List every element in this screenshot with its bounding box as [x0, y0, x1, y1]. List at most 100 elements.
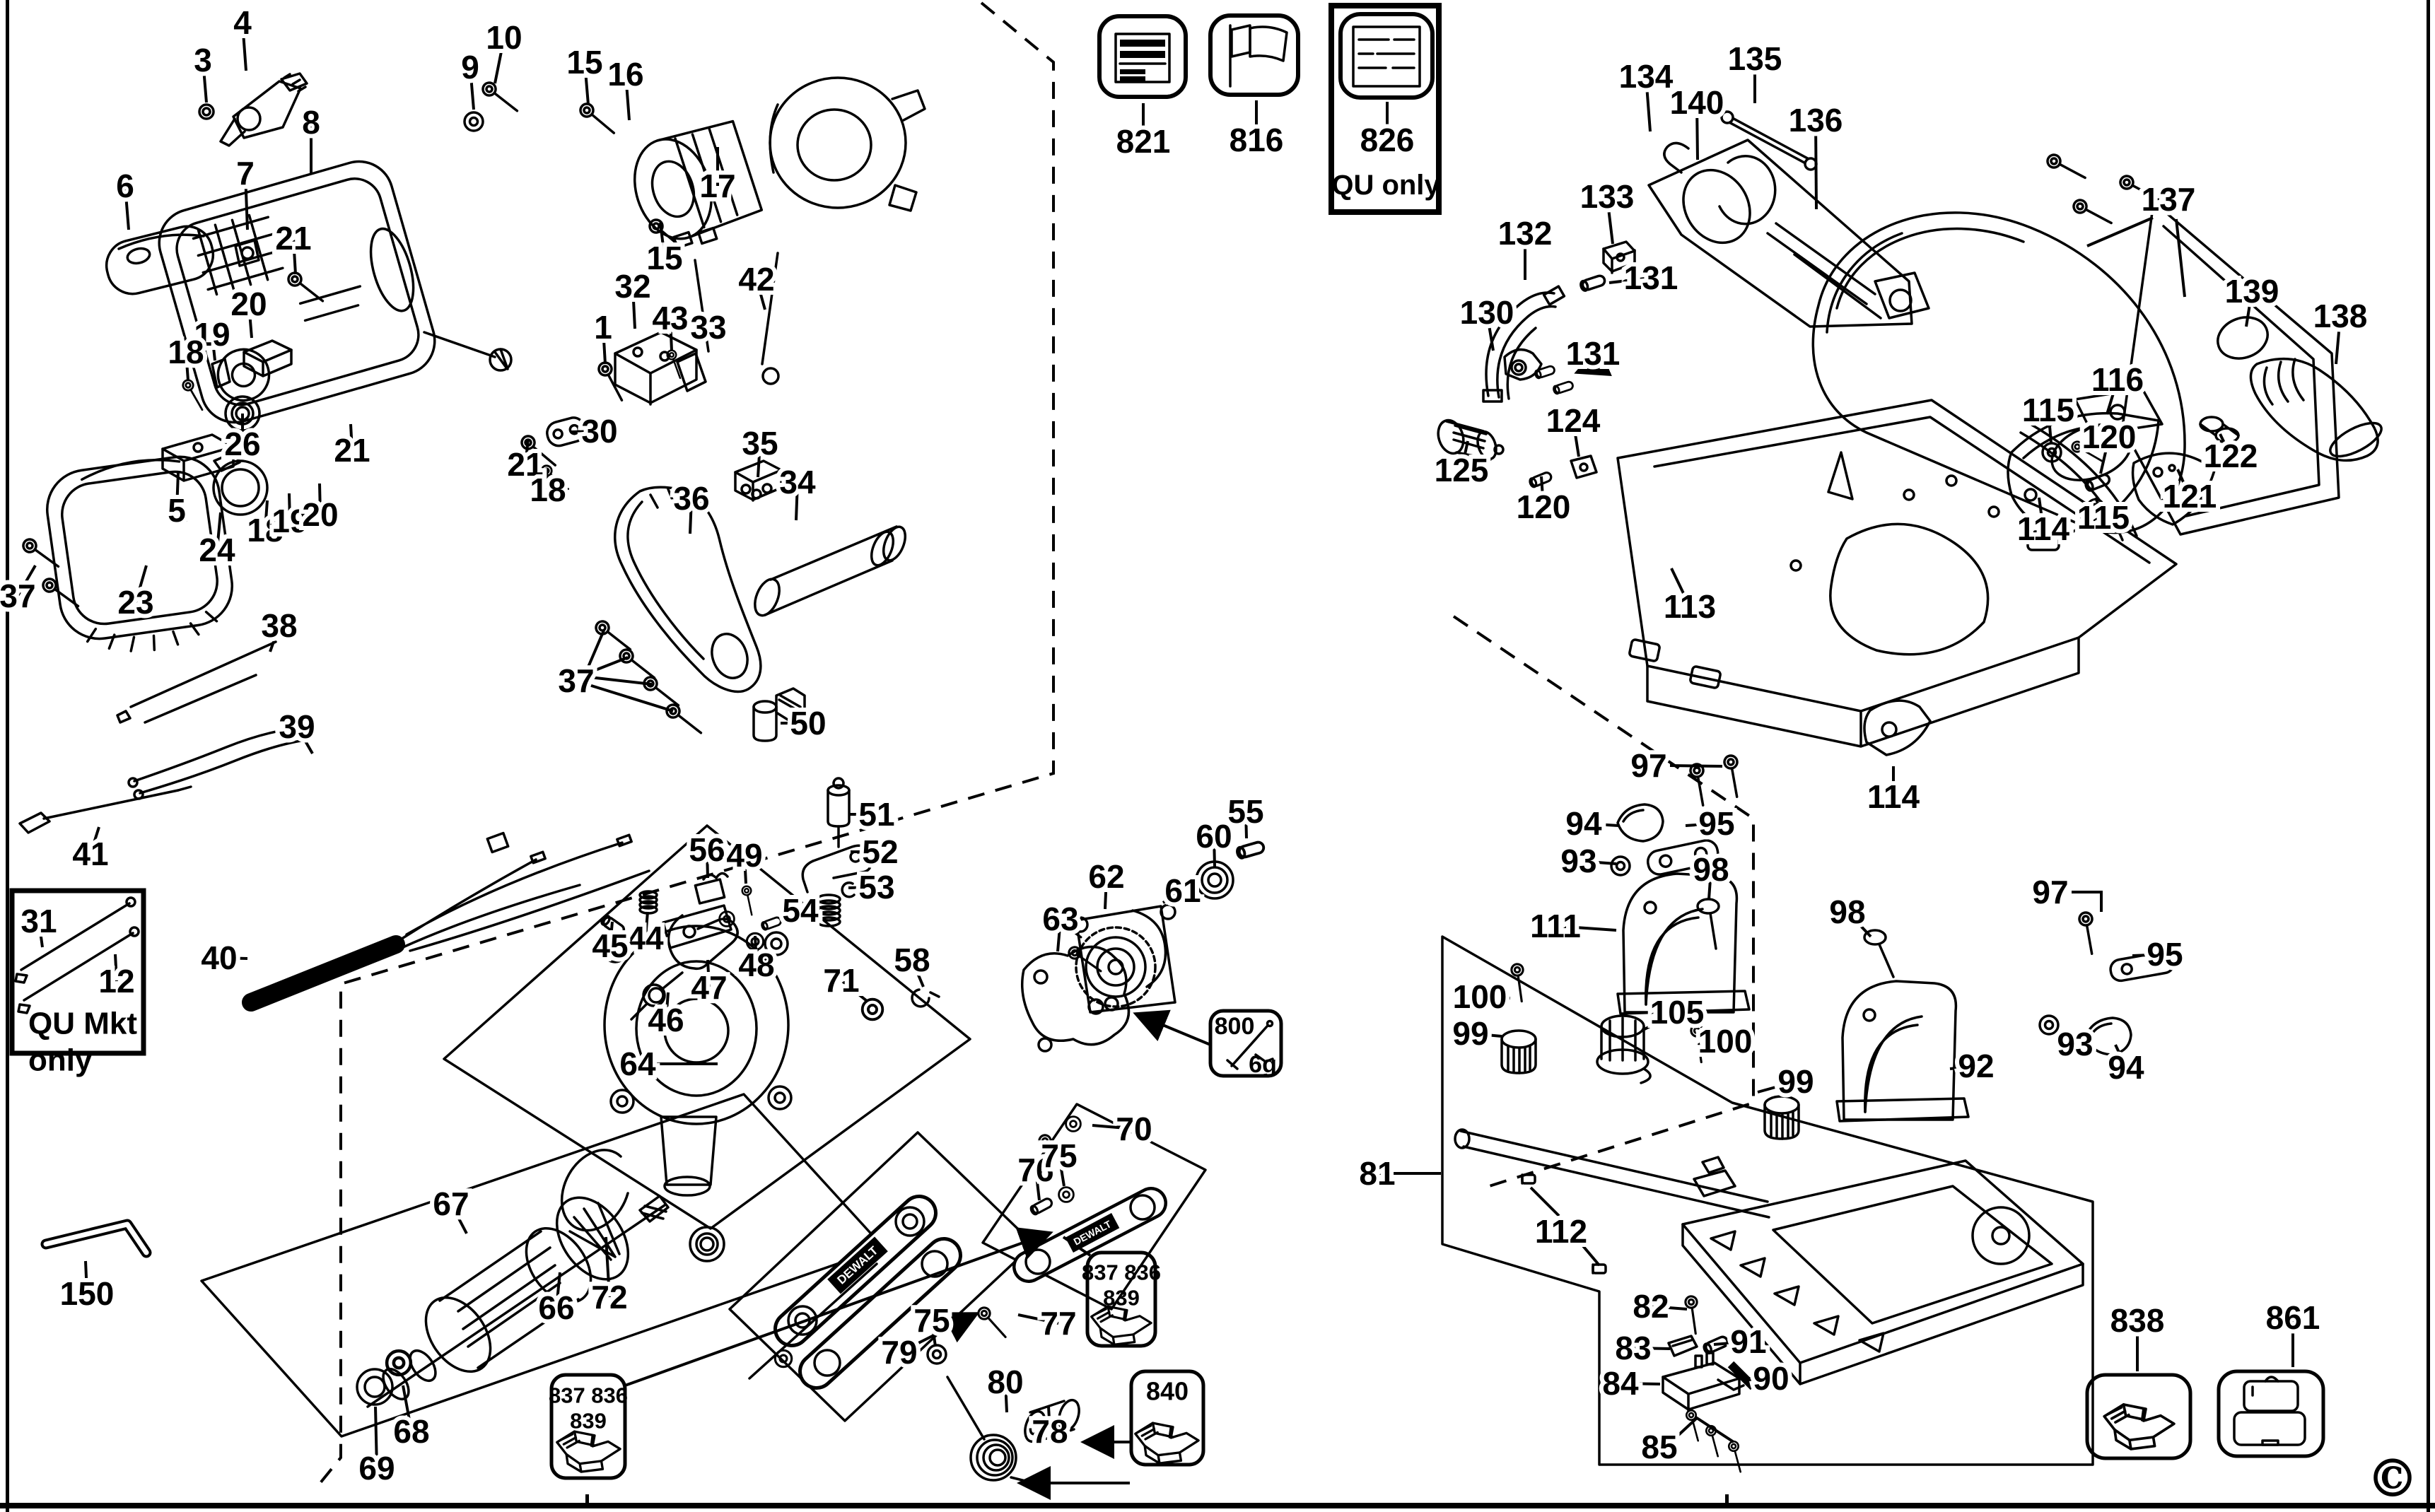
part-label-45: 45 [592, 927, 628, 964]
part-drawing-lever-114 [1863, 699, 1932, 756]
leader-line-98 [1707, 869, 1712, 900]
leader-line-121 [2176, 469, 2191, 497]
part-label-81: 81 [1359, 1155, 1395, 1192]
part-label-18: 18 [247, 512, 283, 549]
box-816 [1208, 13, 1300, 97]
part-label-17: 17 [699, 168, 735, 204]
part-drawing-dust-elbow-138 [2249, 357, 2383, 462]
part-label-15: 15 [566, 44, 602, 81]
leader-line-32 [631, 286, 636, 329]
part-label-134: 134 [1619, 58, 1674, 95]
part-label-95: 95 [1698, 805, 1734, 842]
leader-837b [1062, 1236, 1092, 1257]
part-label-76: 76 [1017, 1151, 1053, 1188]
part-label-79: 79 [881, 1334, 917, 1371]
part-label-66: 66 [538, 1289, 574, 1326]
part-label-3: 3 [194, 42, 212, 78]
leader-line-15 [659, 222, 666, 259]
leader-line-15 [583, 61, 590, 105]
leader-line-115 [2094, 497, 2105, 518]
part-label-85: 85 [1641, 1429, 1677, 1465]
box-800-qty: 6g [1249, 1051, 1277, 1078]
part-label-138: 138 [2313, 298, 2368, 334]
leader-line-37 [16, 564, 37, 597]
part-label-18: 18 [530, 471, 566, 508]
part-drawing-pin-78 [1024, 1398, 1080, 1443]
part-label-72: 72 [591, 1279, 627, 1315]
leader-line-105 [1644, 1011, 1678, 1031]
leader-line-125 [1460, 440, 1469, 471]
part-label-78: 78 [1032, 1413, 1068, 1450]
leader-line-94 [2114, 1044, 2127, 1068]
part-label-10: 10 [486, 19, 522, 56]
artwork [9, 72, 2383, 1486]
part-label-12: 12 [98, 963, 134, 1000]
leader-837a-arrow [624, 1227, 1053, 1387]
part-label-135: 135 [1728, 40, 1782, 77]
part-label-112: 112 [1535, 1213, 1587, 1250]
part-label-80: 80 [987, 1364, 1023, 1400]
part-drawing-cordset-40 [242, 831, 650, 1012]
part-label-21: 21 [275, 220, 311, 257]
part-label-6: 6 [116, 168, 134, 204]
part-drawing-bracket-61 [1131, 909, 1167, 988]
part-label-37: 37 [0, 578, 36, 614]
part-drawing-handle-arm [614, 486, 762, 693]
part-drawing-washer-60 [1195, 860, 1234, 900]
part-label-90: 90 [1753, 1360, 1789, 1397]
leader-37-3 [589, 676, 653, 686]
part-label-98: 98 [1829, 893, 1865, 930]
leader-line-1 [602, 327, 607, 365]
part-label-31: 31 [21, 903, 57, 939]
leader-line-120 [2099, 436, 2110, 474]
leader-line-23 [134, 565, 148, 603]
part-label-75: 75 [1041, 1137, 1077, 1174]
part-drawing-clamp-124 [1570, 455, 1598, 479]
part-label-36: 36 [673, 480, 709, 517]
leader-line-9 [469, 66, 475, 110]
part-label-20: 20 [230, 286, 267, 322]
leader-37-4 [586, 683, 674, 713]
leader-112-1 [1529, 1186, 1560, 1217]
box-837-836-839-b [1085, 1250, 1157, 1348]
part-label-816: 816 [1230, 122, 1284, 158]
part-label-47: 47 [691, 969, 727, 1006]
leader-line-116 [2106, 379, 2119, 415]
leader-line-95 [1685, 822, 1717, 827]
part-drawing-rod-38 [116, 640, 277, 724]
leader-line-83 [1633, 1347, 1671, 1350]
part-label-40: 40 [201, 939, 237, 976]
part-label-130: 130 [1460, 294, 1514, 331]
part-drawing-pump-62 [1072, 903, 1176, 1015]
part-drawing-curved-band-132 [1482, 285, 1566, 403]
leader-line-71 [840, 979, 868, 1002]
leader-131-arrow [1574, 344, 1614, 376]
part-drawing-field [633, 119, 764, 250]
qu-mkt-note-line2: only [28, 1043, 93, 1078]
part-label-1: 1 [594, 309, 612, 346]
part-label-64: 64 [619, 1045, 656, 1082]
part-label-100: 100 [1453, 978, 1507, 1015]
part-label-48: 48 [738, 947, 774, 983]
part-label-826: 826 [1360, 122, 1415, 158]
extra-leader-lines [585, 216, 2186, 1500]
part-label-30: 30 [581, 413, 617, 450]
part-drawing-end-cover [45, 455, 234, 652]
part-label-116: 116 [2091, 361, 2144, 398]
part-label-92: 92 [1958, 1048, 1994, 1084]
part-label-5: 5 [168, 492, 186, 529]
part-label-139: 139 [2225, 273, 2279, 310]
leader-line-69 [374, 1406, 378, 1469]
part-label-132: 132 [1498, 215, 1553, 252]
leader-line-131 [1608, 276, 1652, 284]
leader-79-arrow [915, 1312, 980, 1346]
leader-line-43 [669, 317, 673, 351]
leader-line-63 [1056, 918, 1062, 952]
part-label-19: 19 [194, 316, 230, 353]
part-label-133: 133 [1580, 178, 1635, 215]
part-label-82: 82 [1633, 1288, 1669, 1325]
leader-line-35 [757, 443, 761, 478]
part-drawing-plunger-51 [827, 777, 851, 848]
leader-85 [1676, 1416, 1735, 1443]
